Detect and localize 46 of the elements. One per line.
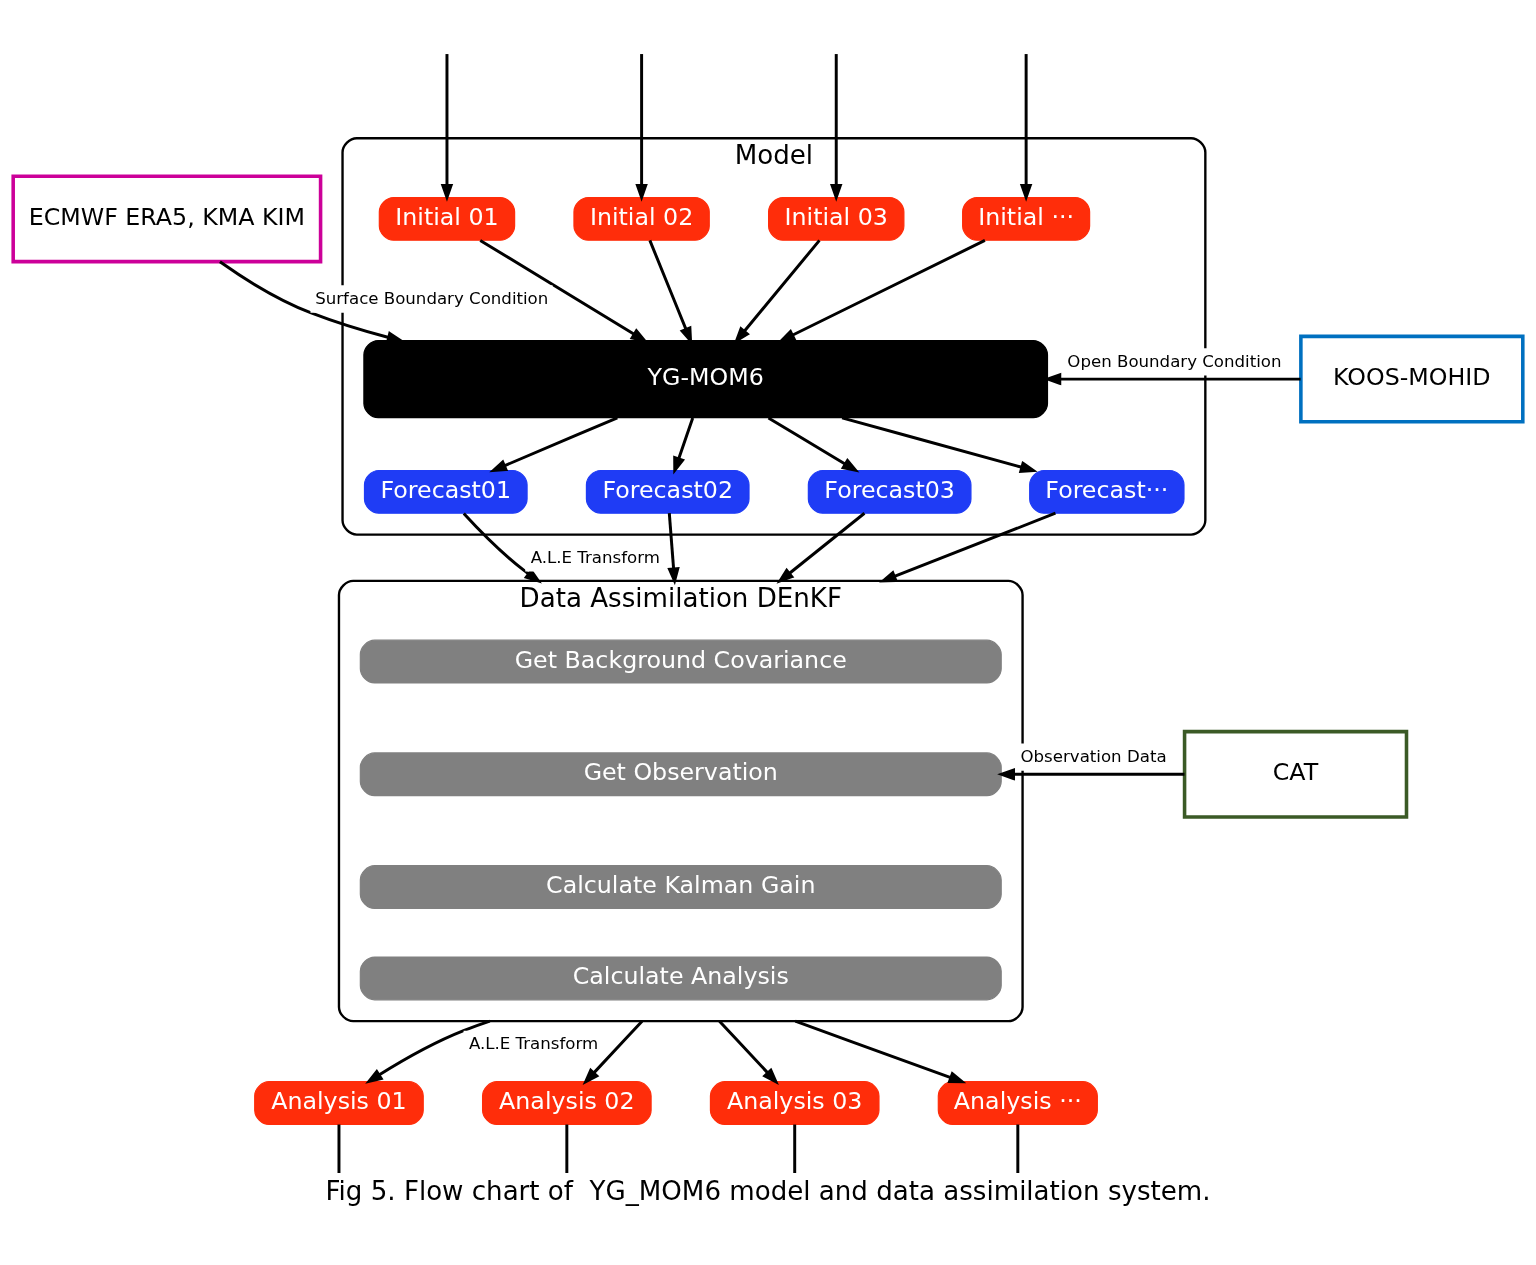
arrow (718, 1020, 779, 1085)
arrow (667, 513, 680, 586)
node-box: KOOS-MOHID (1299, 334, 1525, 424)
arrow (440, 54, 454, 202)
connector (793, 1124, 797, 1173)
node-box: Get Background Covariance (359, 639, 1002, 684)
connector (1016, 1124, 1020, 1173)
arrow (841, 416, 1038, 473)
node-box: Initial 01 (378, 196, 516, 241)
connector (337, 1124, 341, 1173)
node-box: Get Observation (359, 752, 1002, 797)
arrow (635, 54, 648, 202)
arrow (794, 1019, 967, 1084)
node-box: ECMWF ERA5, KMA KIM (11, 174, 323, 264)
arrow (830, 54, 843, 202)
arrow (997, 768, 1185, 781)
node-box: Forecast··· (1029, 469, 1185, 514)
node-box: Analysis 01 (254, 1081, 424, 1126)
node-box: Initial ··· (962, 196, 1091, 241)
node-box: Analysis 02 (481, 1081, 652, 1126)
arrow (489, 416, 618, 473)
arrow (365, 1019, 491, 1084)
node-box: Calculate Kalman Gain (359, 865, 1002, 910)
arrow (673, 417, 695, 475)
node-box: Analysis 03 (709, 1081, 880, 1126)
arrow (879, 511, 1056, 583)
node-box: Initial 02 (573, 196, 710, 241)
node-box: YG-MOM6 (363, 339, 1049, 419)
node-box: Forecast01 (363, 469, 528, 514)
arrow (582, 1020, 644, 1085)
arrow (462, 512, 542, 584)
arrow (767, 416, 860, 473)
node-box: CAT (1182, 729, 1409, 819)
caption: Fig 5. Flow chart of YG_MOM6 model and data assimilation system. (325, 1175, 1211, 1206)
arrow (1019, 54, 1033, 202)
connector (565, 1124, 569, 1173)
node-box: Forecast03 (807, 469, 972, 514)
arrow (479, 239, 649, 343)
node-box: Calculate Analysis (359, 956, 1002, 1001)
arrow (777, 239, 986, 343)
edge-label: A.L.E Transform (530, 547, 660, 567)
arrow (776, 512, 866, 584)
node-box: Forecast02 (585, 469, 750, 514)
node-box: Initial 03 (768, 196, 905, 241)
node-box: Analysis ··· (937, 1081, 1098, 1126)
edge-label: A.L.E Transform (468, 1034, 599, 1054)
